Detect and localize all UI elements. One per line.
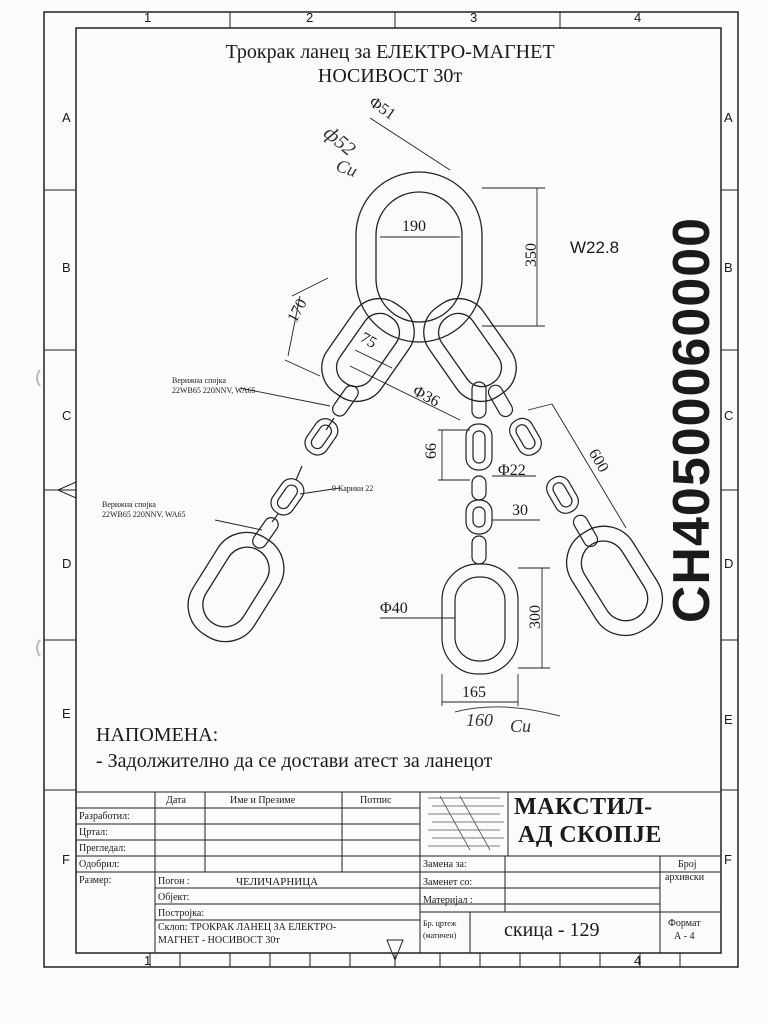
dim-350: 350 [523,243,540,267]
tb-drawing-no-line1: Бр. цртеж [423,919,457,928]
tb-plant-value: ЧЕЛИЧАРНИЦА [236,876,319,888]
zone-ticks [44,12,738,967]
tb-header-date: Дата [166,795,186,806]
tb-archive-no-line1: Број [678,859,697,870]
link-label-upper: Верижна спојка 22WB65 220NNV, WA65 [172,376,255,396]
zone-row-e: E [62,706,71,721]
link-label-lower: Верижна спојка 22WB65 220NNV. WA65 [102,500,185,520]
center-mark-left [56,481,77,499]
tb-assembly-line2: МАГНЕТ - НОСИВОСТ 30т [158,935,280,946]
tb-sketch-number: скица - 129 [504,919,600,941]
tb-replaces-label: Замена за: [423,859,467,870]
zone-row-a: A [62,110,71,125]
zone-row-b: B [62,260,71,275]
zone-col-2: 2 [306,10,314,25]
punch-hole [36,369,41,387]
tb-drawing-no-line2: (матичен) [423,931,457,940]
center-chain-leg [441,381,519,675]
handwritten-cm-bottom: Cu [510,716,532,736]
right-chain-leg [487,384,599,548]
tb-header-signature: Потпис [360,795,392,806]
master-ring [355,171,483,343]
tb-replaced-by-label: Заменет со: [423,877,473,888]
tb-material-label: Материјал : [423,895,473,906]
center-mark-bottom [386,939,404,962]
title-block-grid [76,791,721,953]
left-chain-leg [252,385,359,549]
zone-col-4: 4 [634,10,642,25]
tb-row-approved: Одобрил: [79,859,120,870]
drawing-subtitle: НОСИВОСТ 30т [317,65,463,87]
link-label-lower-line2: 22WB65 220NNV. WA65 [102,510,186,519]
left-master-link [187,531,285,643]
tb-row-drawn: Цртал: [79,827,108,838]
zone-row-d: D [62,556,72,571]
zone-row-d-right: D [724,556,734,571]
handwritten-160: 160 [466,710,493,730]
zone-row-a-right: A [724,110,733,125]
zone-row-f: F [62,852,70,867]
zone-col-1-bottom: 1 [144,953,152,968]
note-text: - Задолжително да се достави атест за ла… [96,750,493,772]
tb-header-name: Име и Презиме [230,795,296,806]
dim-165: 165 [462,684,486,701]
tb-archive-no-line2: архивски [665,872,705,883]
tb-facility-label: Постројка: [158,908,205,919]
tb-row-reviewed: Прегледал: [79,843,126,854]
dim-190: 190 [402,218,426,235]
handwritten-code-box: CH40500060000 [663,80,721,740]
dim-66: 66 [423,443,440,459]
tb-row-developed: Разработил: [79,811,130,822]
dimension-lines [214,117,627,706]
zone-row-c: C [62,408,72,423]
zone-col-3: 3 [470,10,478,25]
zone-row-c-right: C [724,408,734,423]
company-name-line2: АД СКОПЈЕ [518,822,662,848]
company-logo-mark [428,795,504,851]
intermediate-links [321,297,517,403]
tb-size-label: Размер: [79,875,112,886]
right-master-link [565,525,664,637]
link-label-lower-line1: Верижна спојка [102,500,156,509]
tb-assembly-line1: Склоп: ТРОКРАК ЛАНЕЦ ЗА ЕЛЕКТРО- [158,922,337,933]
zone-col-4-bottom: 4 [634,953,642,968]
tb-format-value: А - 4 [674,931,695,942]
tb-plant-label: Погон : [158,876,190,887]
link-label-upper-line1: Верижна спојка [172,376,226,385]
drawing-title: Трокрак ланец за ЕЛЕКТРО-МАГНЕТ [225,41,555,63]
dim-w22: W22.8 [570,238,620,257]
karika-label: 9 Карики 22 [332,484,374,493]
note-heading: НАПОМЕНА: [96,724,219,746]
handwritten-code: CH40500060000 [663,216,721,624]
zone-row-f-right: F [724,852,732,867]
dim-phi40: Φ40 [380,600,408,617]
tb-format-label: Формат [668,918,701,929]
dim-300: 300 [527,605,544,629]
punch-hole [36,639,41,657]
tb-object-label: Објект: [158,892,190,903]
dim-phi22: Φ22 [498,462,526,479]
zone-col-1: 1 [144,10,152,25]
zone-row-b-right: B [724,260,733,275]
link-label-upper-line2: 22WB65 220NNV, WA65 [172,386,256,395]
dim-30: 30 [512,502,528,519]
handwritten-stroke [454,706,561,717]
company-name-line1: МАКСТИЛ- [514,794,653,820]
zone-row-e-right: E [724,712,733,727]
